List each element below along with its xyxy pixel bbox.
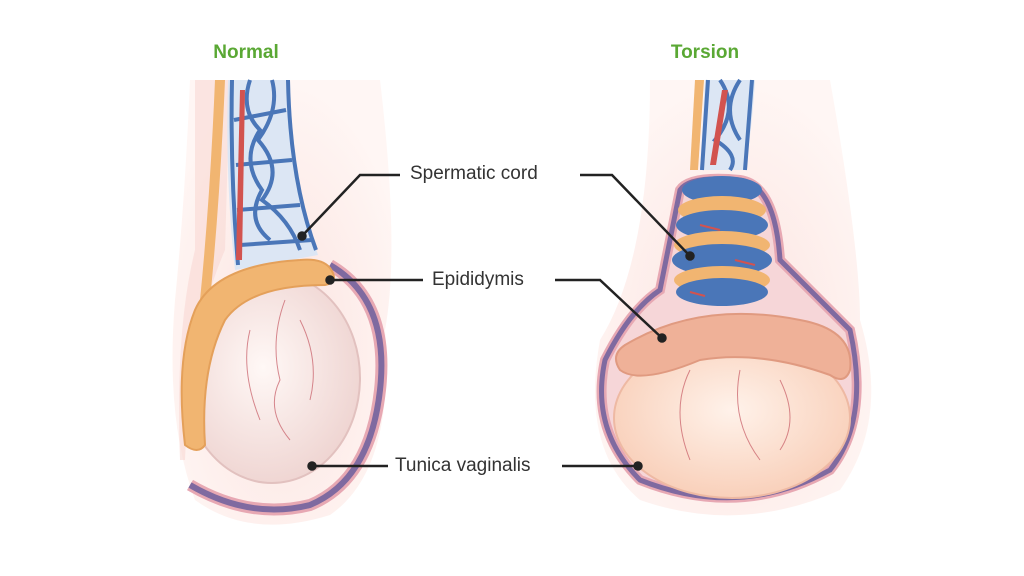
normal-illustration (172, 79, 392, 525)
spermatic-cord-label: Spermatic cord (410, 163, 538, 184)
normal-title: Normal (213, 42, 279, 63)
twisted-cord (672, 176, 772, 306)
epididymis-label: Epididymis (432, 269, 524, 290)
tunica-vaginalis-label: Tunica vaginalis (395, 455, 531, 476)
torsion-illustration (595, 78, 872, 516)
leader-lines (297, 173, 695, 471)
torsion-title: Torsion (670, 42, 740, 63)
